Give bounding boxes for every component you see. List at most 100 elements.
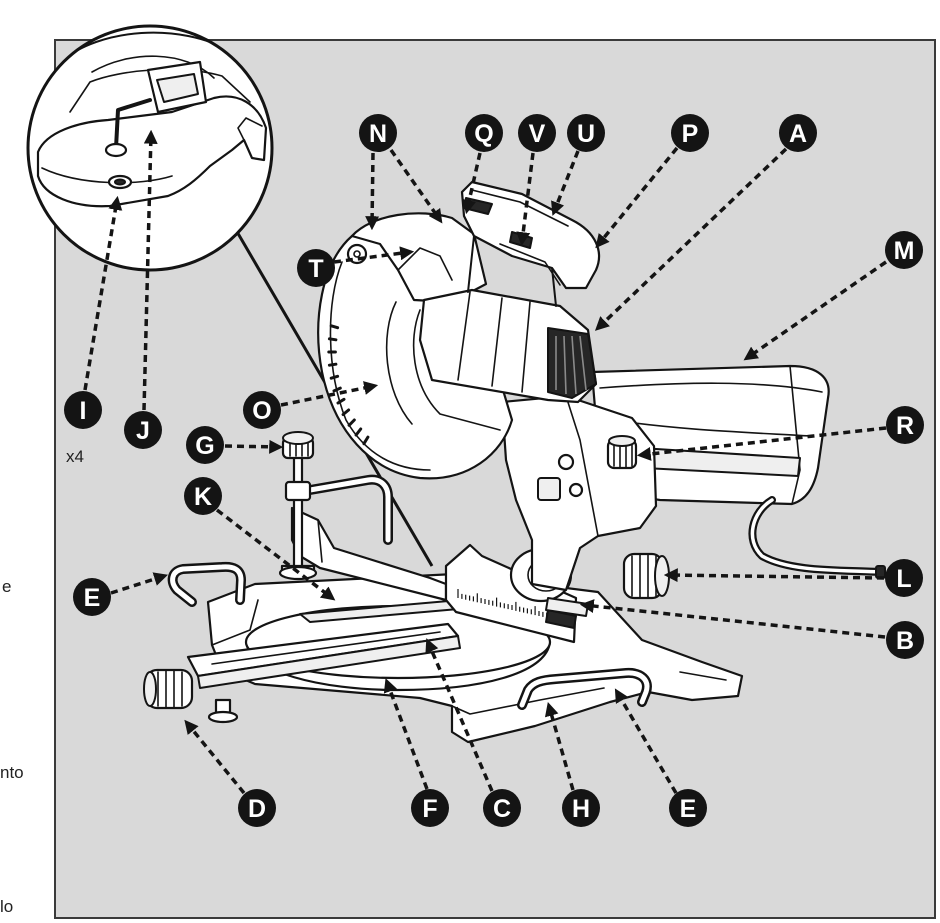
inset-foot-claw [237,117,263,141]
callouts: N Q V U P A M T O I J G R K E L B D F C … [64,114,924,827]
leader-k [215,508,336,601]
callout-p: P [671,114,709,152]
miter-arm [143,622,461,724]
guard-knob-center [353,250,361,258]
leader-i [83,195,123,391]
lower-guard-inner-rim [329,261,431,471]
callout-f-letter: F [422,795,437,823]
callout-a-letter: A [789,120,807,148]
callout-q-dot [465,114,503,152]
leader-u [551,150,580,216]
leader-n-1 [365,152,380,231]
callout-h-letter: H [572,795,590,823]
leader-v [516,152,535,247]
callout-t-letter: T [308,255,323,283]
leader-d [184,719,246,795]
clamp-arm-inner [307,477,391,543]
power-cord [748,496,886,579]
callout-j: J [124,411,162,449]
callout-h: H [562,789,600,827]
callout-o-letter: O [252,397,271,425]
callout-v-letter: V [529,120,546,148]
left-handle-inner [170,564,244,605]
saw-arm [500,394,670,600]
inset-housing-arch-inner [91,55,215,79]
callout-r: R [886,406,924,444]
guard-vents [327,324,370,446]
callout-l: L [885,559,923,597]
callout-r-letter: R [896,412,914,440]
motor-end-cap [547,327,597,399]
callout-u: U [567,114,605,152]
guard-vent-slot [329,324,340,330]
callout-b-letter: B [896,627,914,655]
callout-k-letter: K [194,483,212,511]
inset-mounting-hole-center [114,178,126,186]
callout-d-letter: D [248,795,266,823]
bevel-scale [545,597,589,617]
bevel-lock-knob-end [654,555,670,597]
callout-k: K [184,477,222,515]
guard-vent-slot [341,408,351,416]
leader-o [280,381,379,407]
guard-vent-slot [354,427,363,437]
base-right-foot-slot [679,671,727,681]
right-handle-inner [519,670,650,708]
callout-m-dot [885,231,923,269]
callout-n-letter: N [369,120,387,148]
callout-c: C [483,789,521,827]
leader-e-right [614,688,678,794]
guard-vent-slot [329,374,340,380]
miter-lock-knob-end [143,671,157,707]
callout-u-dot [567,114,605,152]
miter-saw [143,180,886,744]
clamp-collar [284,480,312,502]
callout-f-dot [411,789,449,827]
inset-hex-key [114,98,152,150]
motor-band-2 [491,297,503,387]
inset-border [26,24,274,272]
bevel-lock-knob-ridges [631,554,657,598]
guard-vent-slot [327,337,338,342]
leader-e-left [110,572,168,595]
inset-bolt [104,142,128,158]
callout-e-right-letter: E [680,795,697,823]
power-cord-inner [750,498,882,574]
inset-key-slot [156,73,199,103]
miter-arm-groove [211,631,441,665]
callout-i: I [64,391,102,429]
guard-vent-slot [362,435,370,446]
callout-p-letter: P [682,120,699,148]
callout-n: N [359,114,397,152]
leader-b [579,599,886,639]
leader-t [333,246,415,264]
callout-l-dot [885,559,923,597]
guard-vent-slot [332,386,342,393]
handle-grip-line [499,243,561,286]
callout-v-dot [518,114,556,152]
callout-h-dot [562,789,600,827]
base-left-wing [211,599,259,646]
callout-m: M [885,231,923,269]
callout-j-dot [124,411,162,449]
callout-f: F [411,789,449,827]
callout-l-letter: L [896,565,911,593]
callout-e-right-dot [669,789,707,827]
hold-down-clamp [278,431,393,581]
callout-e-left: E [73,578,111,616]
callout-g: G [186,426,224,464]
clamp-knob-top [282,431,314,445]
callout-i-letter: I [80,397,87,425]
leader-g [224,439,284,454]
base-front-face [451,687,605,715]
callout-a-dot [779,114,817,152]
miter-arm-front [197,635,461,689]
motor-band-1 [457,291,471,381]
leader-l [663,568,885,583]
leader-p [595,146,679,249]
leader-n-2 [389,148,443,224]
callout-i-quantity: x4 [66,447,84,466]
rail-housing-top-edge [599,382,823,393]
callout-n-dot [359,114,397,152]
callout-b-dot [886,621,924,659]
